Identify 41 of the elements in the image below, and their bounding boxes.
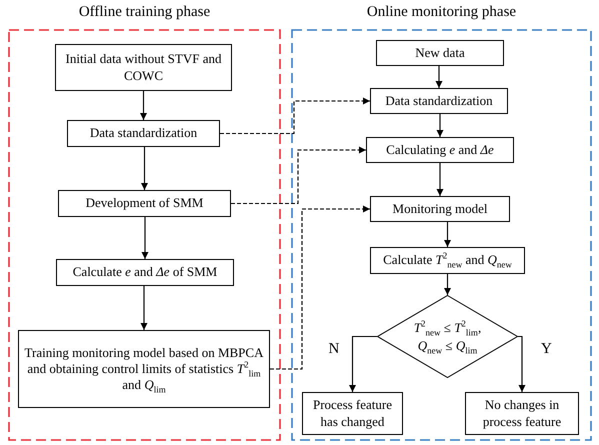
process-box — [55, 44, 232, 91]
process-box — [67, 120, 220, 147]
condition-text: Q$_{new}$ ≤ Q$_{lim}$ — [418, 336, 478, 354]
arrow — [444, 222, 451, 247]
arrow — [140, 286, 148, 330]
arrow — [444, 274, 451, 295]
process-box — [370, 196, 510, 222]
process-box — [18, 330, 270, 408]
process-box — [370, 247, 525, 274]
box-text: Calculating e and Δe — [386, 142, 494, 158]
box-text: Data standardization — [90, 125, 198, 142]
dashed-arrow — [270, 206, 370, 370]
process-box — [465, 392, 579, 435]
arrow — [518, 336, 526, 392]
process-box — [366, 137, 514, 163]
box-text: Data standardization — [385, 92, 493, 110]
box-text: Process feature has changed — [312, 397, 394, 430]
box-text: Development of SMM — [86, 195, 204, 212]
arrow — [142, 217, 148, 259]
box-text: Monitoring model — [392, 200, 488, 218]
arrow — [436, 114, 444, 137]
arrow — [436, 163, 444, 196]
box-text: New data — [415, 44, 465, 62]
box-text: Calculate e and Δe of SMM — [72, 264, 218, 281]
arrow — [141, 147, 148, 190]
arrow — [436, 66, 442, 88]
arrow — [349, 336, 377, 392]
process-box — [58, 190, 231, 217]
dashed-arrow — [220, 98, 370, 134]
process-box — [376, 40, 504, 66]
process-box — [56, 259, 234, 286]
process-box — [302, 392, 403, 435]
box-text: Initial data without STVF and COWC — [64, 51, 222, 84]
dashed-arrow — [231, 146, 366, 204]
panel-heading: Online monitoring phase — [366, 4, 518, 21]
arrow — [140, 91, 147, 120]
panel-heading: Offline training phase — [78, 4, 212, 21]
box-text: Calculate T$^{2}$$_{new}$ and Q$_{new}$ — [383, 252, 512, 269]
process-box — [370, 88, 508, 114]
condition-text: T$^{2}$$_{new}$ ≤ T$^{2}$$_{lim}$, — [414, 318, 482, 336]
box-text: No changes in process feature — [482, 397, 562, 430]
